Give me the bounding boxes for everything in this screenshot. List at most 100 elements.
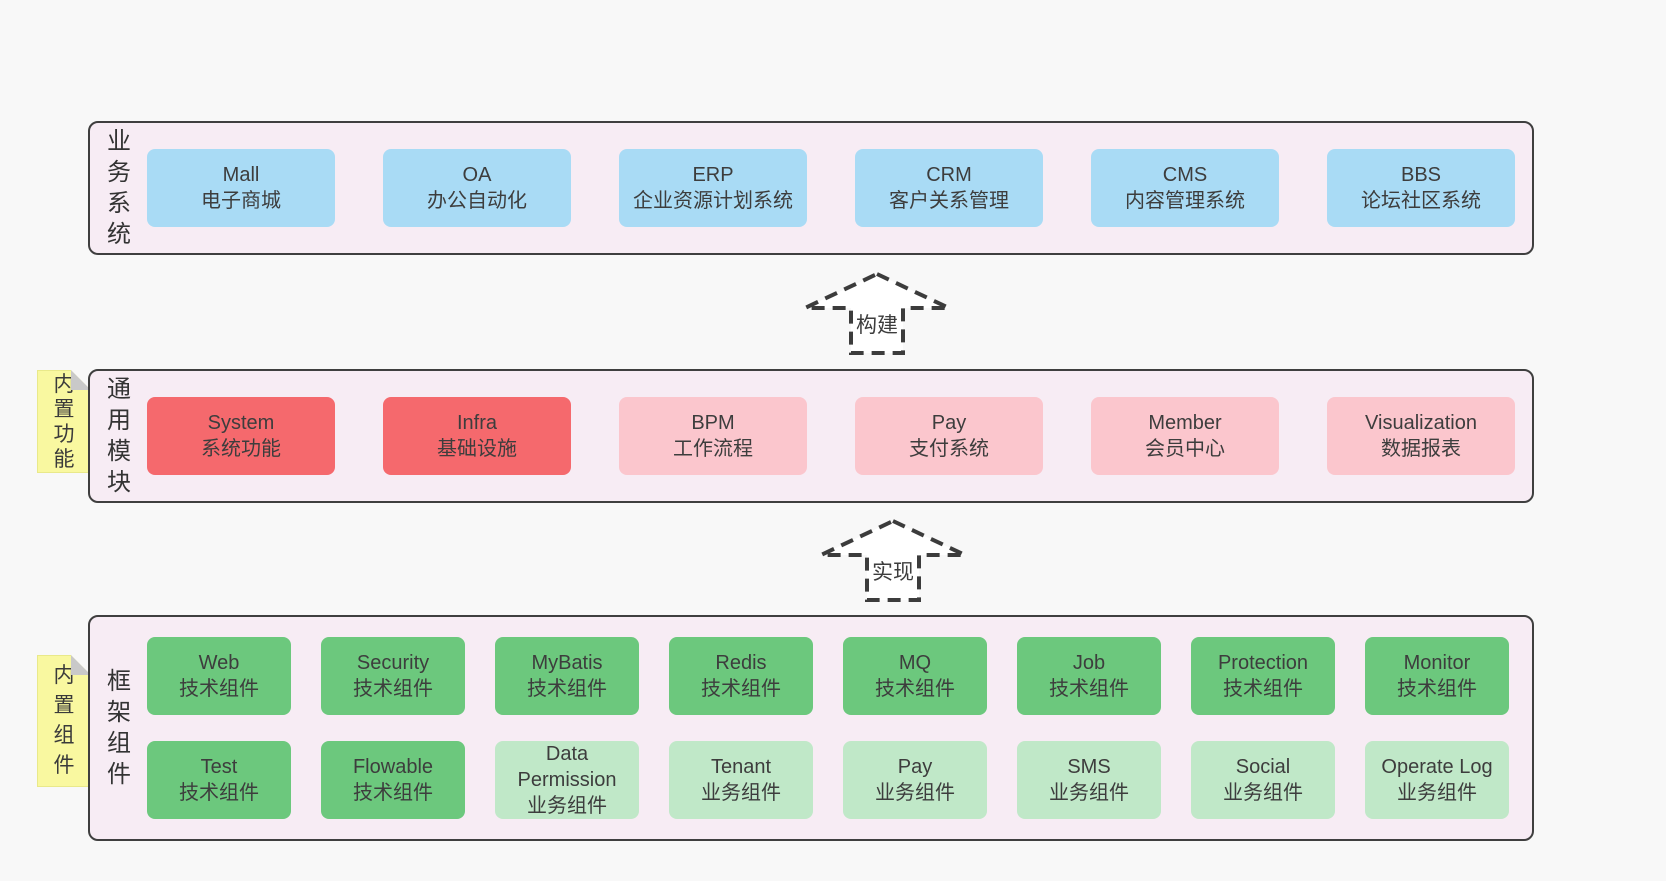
box-subtitle: 内容管理系统 [1125,190,1245,212]
box-title: Security [356,652,430,674]
box-title: Infra [456,412,498,434]
box-title: Redis [715,652,767,674]
box-title: CMS [1162,164,1208,186]
box-title: ERP [692,164,734,186]
box-title: Visualization [1365,412,1477,434]
box-flowable: Flowable 技术组件 [321,741,465,819]
box-title: Tenant [710,756,772,778]
box-member: Member 会员中心 [1091,397,1279,475]
box-title: SMS [1067,756,1111,778]
box-subtitle: 技术组件 [353,782,433,804]
arrow-label-implement: 实现 [869,556,917,586]
box-subtitle: 办公自动化 [427,190,527,212]
box-subtitle: 企业资源计划系统 [633,190,793,212]
sticky-note-builtin-components: 内置组件 [37,655,91,787]
box-subtitle: 数据报表 [1381,438,1461,460]
box-title: Monitor [1403,652,1471,674]
box-title: Flowable [352,756,434,778]
band-label-framework-components: 框架组件 [107,668,131,788]
box-subtitle: 业务组件 [701,782,781,804]
box-subtitle: 技术组件 [701,678,781,700]
box-title: MQ [898,652,932,674]
box-title: Member [1148,412,1222,434]
box-erp: ERP 企业资源计划系统 [619,149,807,227]
box-subtitle: 技术组件 [179,678,259,700]
box-title: MyBatis [531,652,603,674]
box-title: Pay [897,756,933,778]
box-sms: SMS 业务组件 [1017,741,1161,819]
box-subtitle: 会员中心 [1145,438,1225,460]
box-subtitle: 基础设施 [437,438,517,460]
box-pay: Pay 业务组件 [843,741,987,819]
box-visualization: Visualization 数据报表 [1327,397,1515,475]
folded-corner-icon [71,370,91,390]
box-title: Test [200,756,238,778]
box-operate-log: Operate Log 业务组件 [1365,741,1509,819]
box-subtitle: 业务组件 [1397,782,1477,804]
box-mall: Mall 电子商城 [147,149,335,227]
box-subtitle: 技术组件 [179,782,259,804]
box-subtitle: 技术组件 [1223,678,1303,700]
box-system: System 系统功能 [147,397,335,475]
box-title: Social [1235,756,1291,778]
box-mq: MQ 技术组件 [843,637,987,715]
box-data-permission: Data Permission 业务组件 [495,741,639,819]
box-subtitle: 客户关系管理 [889,190,1009,212]
box-subtitle: 技术组件 [1397,678,1477,700]
box-subtitle: 技术组件 [1049,678,1129,700]
box-tenant: Tenant 业务组件 [669,741,813,819]
box-subtitle: 技术组件 [527,678,607,700]
box-title: Operate Log [1381,756,1493,778]
box-security: Security 技术组件 [321,637,465,715]
box-monitor: Monitor 技术组件 [1365,637,1509,715]
box-title: Protection [1217,652,1309,674]
band-business-systems: 业务系统 Mall 电子商城 OA 办公自动化 ERP 企业资源计划系统 CRM 客户关系管理… [88,121,1534,255]
sticky-note-text: 内置功能 [53,372,75,471]
box-subtitle: 技术组件 [875,678,955,700]
band-common-modules: 通用模块 System 系统功能 Infra 基础设施 BPM 工作流程 Pay 支付系统 Me… [88,369,1534,503]
box-subtitle: 论坛社区系统 [1361,190,1481,212]
arrow-up-build: 构建 [802,271,952,356]
box-subtitle: 业务组件 [527,795,607,817]
box-title: CRM [926,164,972,186]
box-subtitle: 业务组件 [1049,782,1129,804]
box-subtitle: 技术组件 [353,678,433,700]
box-title: BPM [691,412,735,434]
arrow-up-implement: 实现 [818,518,968,603]
box-test: Test 技术组件 [147,741,291,819]
box-title: Mall [222,164,260,186]
arrow-label-build: 构建 [853,309,901,339]
box-title: Data Permission [517,743,617,791]
box-cms: CMS 内容管理系统 [1091,149,1279,227]
box-subtitle: 电子商城 [201,190,281,212]
box-bbs: BBS 论坛社区系统 [1327,149,1515,227]
box-bpm: BPM 工作流程 [619,397,807,475]
box-crm: CRM 客户关系管理 [855,149,1043,227]
box-title: OA [462,164,492,186]
box-title: Pay [931,412,967,434]
box-title: BBS [1400,164,1442,186]
box-oa: OA 办公自动化 [383,149,571,227]
box-subtitle: 业务组件 [1223,782,1303,804]
box-pay: Pay 支付系统 [855,397,1043,475]
box-redis: Redis 技术组件 [669,637,813,715]
box-subtitle: 支付系统 [909,438,989,460]
box-web: Web 技术组件 [147,637,291,715]
sticky-note-text: 内置组件 [53,664,75,777]
box-subtitle: 工作流程 [673,438,753,460]
box-infra: Infra 基础设施 [383,397,571,475]
box-mybatis: MyBatis 技术组件 [495,637,639,715]
box-protection: Protection 技术组件 [1191,637,1335,715]
sticky-note-builtin-features: 内置功能 [37,370,91,473]
box-social: Social 业务组件 [1191,741,1335,819]
box-subtitle: 业务组件 [875,782,955,804]
box-title: Web [198,652,240,674]
band-label-business-systems: 业务系统 [107,128,131,248]
band-label-common-modules: 通用模块 [107,376,131,496]
box-subtitle: 系统功能 [201,438,281,460]
folded-corner-icon [71,655,91,675]
box-title: System [207,412,275,434]
